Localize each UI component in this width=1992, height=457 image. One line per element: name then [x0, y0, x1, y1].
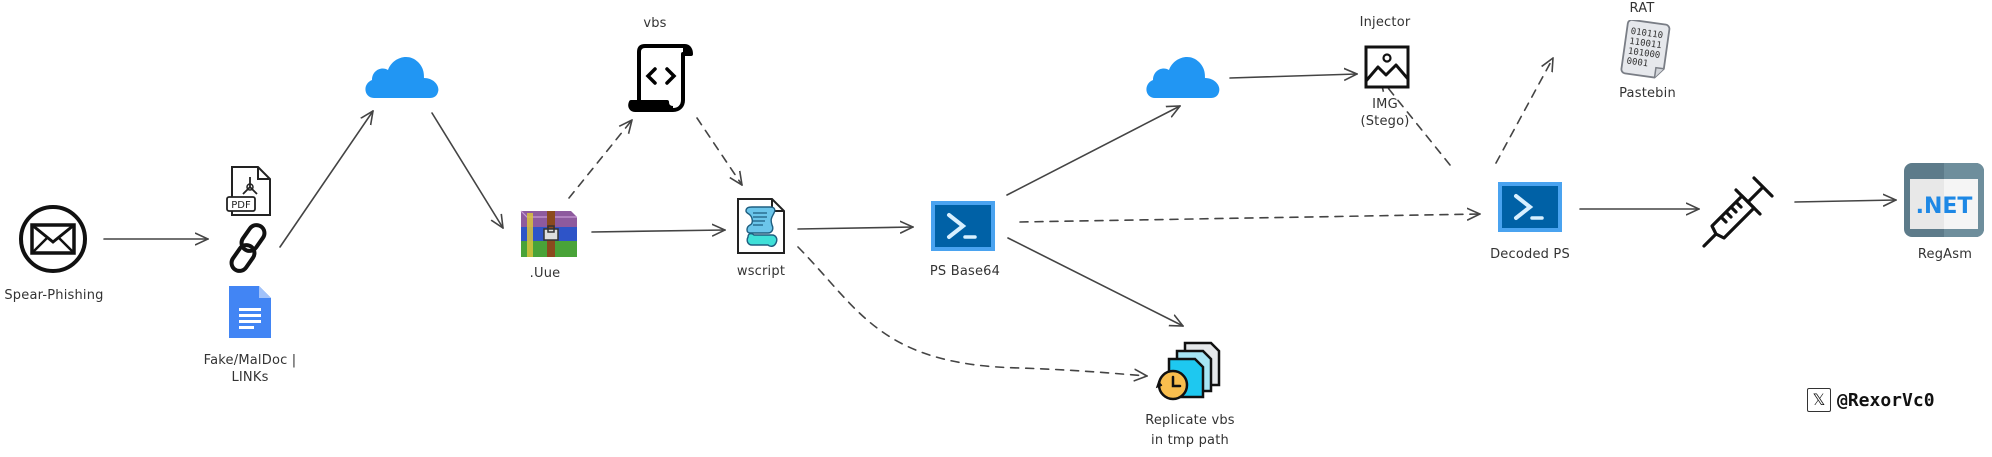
powershell-icon: [931, 201, 995, 251]
winrar-archive-icon: [517, 209, 579, 259]
wscript-icon: [736, 197, 786, 255]
edge-wscript-to-psbase64: [797, 227, 913, 229]
edge-decodedps-to-img: [1380, 78, 1451, 166]
binary-line-2: 110011: [1629, 37, 1663, 51]
label-wscript: wscript: [736, 264, 786, 279]
edge-injection-to-regasm: [1794, 200, 1896, 202]
binary-line-3: 101000: [1627, 47, 1661, 61]
label-decoded-ps: Decoded PS: [1490, 247, 1570, 262]
cloud-icon-2: [1143, 52, 1221, 100]
edge-psbase64-to-decodedps: [1019, 214, 1480, 223]
pdf-file-icon: PDF: [226, 165, 272, 217]
label-img-line2: (Stego): [1360, 114, 1410, 129]
edge-psbase64-to-replicate: [1007, 237, 1183, 326]
edge-wscript-to-replicate: [797, 246, 1147, 376]
label-vue: .Uue: [529, 266, 561, 281]
label-rat: RAT: [1629, 1, 1655, 16]
label-pastebin: Pastebin: [1619, 86, 1676, 101]
dotnet-text: .NET: [1916, 194, 1973, 219]
script-scroll-icon: [627, 44, 695, 112]
pdf-text: PDF: [231, 200, 251, 211]
scheduled-copy-icon: [1155, 339, 1225, 401]
dotnet-icon: .NET: [1904, 163, 1984, 237]
edge-cloud1-to-vue: [431, 112, 503, 228]
edge-vue-to-wscript: [591, 230, 725, 232]
edge-vue-to-vbs: [568, 120, 632, 199]
edge-vbs-to-wscript: [696, 117, 742, 185]
envelope-icon: [18, 204, 88, 274]
edge-cloud2-to-img: [1229, 74, 1357, 78]
binary-file-icon: 010110 110011 101000 0001: [1618, 19, 1672, 84]
binary-line-4: 0001: [1626, 57, 1649, 70]
edge-psbase64-to-cloud2: [1006, 106, 1180, 196]
chain-link-icon: [225, 222, 271, 274]
label-replicate-line1: Replicate vbs: [1145, 413, 1235, 428]
author-handle[interactable]: 𝕏 @RexorVc0: [1807, 388, 1935, 412]
syringe-icon: [1702, 172, 1778, 248]
label-injector: Injector: [1359, 15, 1411, 30]
google-doc-icon: [229, 286, 271, 338]
label-img-line1: IMG: [1372, 97, 1398, 112]
label-fake-maldoc-line1: Fake/MalDoc |: [203, 353, 297, 368]
cloud-icon: [362, 52, 440, 100]
powershell-icon-decoded: [1498, 182, 1562, 232]
label-vbs: vbs: [643, 16, 667, 31]
edge-decodedps-to-pastebin: [1495, 58, 1553, 164]
edge-docs-to-cloud1: [279, 111, 373, 248]
label-fake-maldoc-line2: LINKs: [231, 370, 269, 385]
label-regasm: RegAsm: [1917, 247, 1973, 262]
x-logo-icon: 𝕏: [1807, 388, 1831, 412]
handle-text: @RexorVc0: [1837, 389, 1935, 411]
label-ps-base64: PS Base64: [929, 264, 1001, 279]
image-icon: [1364, 45, 1410, 89]
label-replicate-line2: in tmp path: [1151, 433, 1229, 448]
label-spear-phishing: Spear-Phishing: [4, 288, 104, 303]
binary-line-1: 010110: [1630, 27, 1664, 41]
